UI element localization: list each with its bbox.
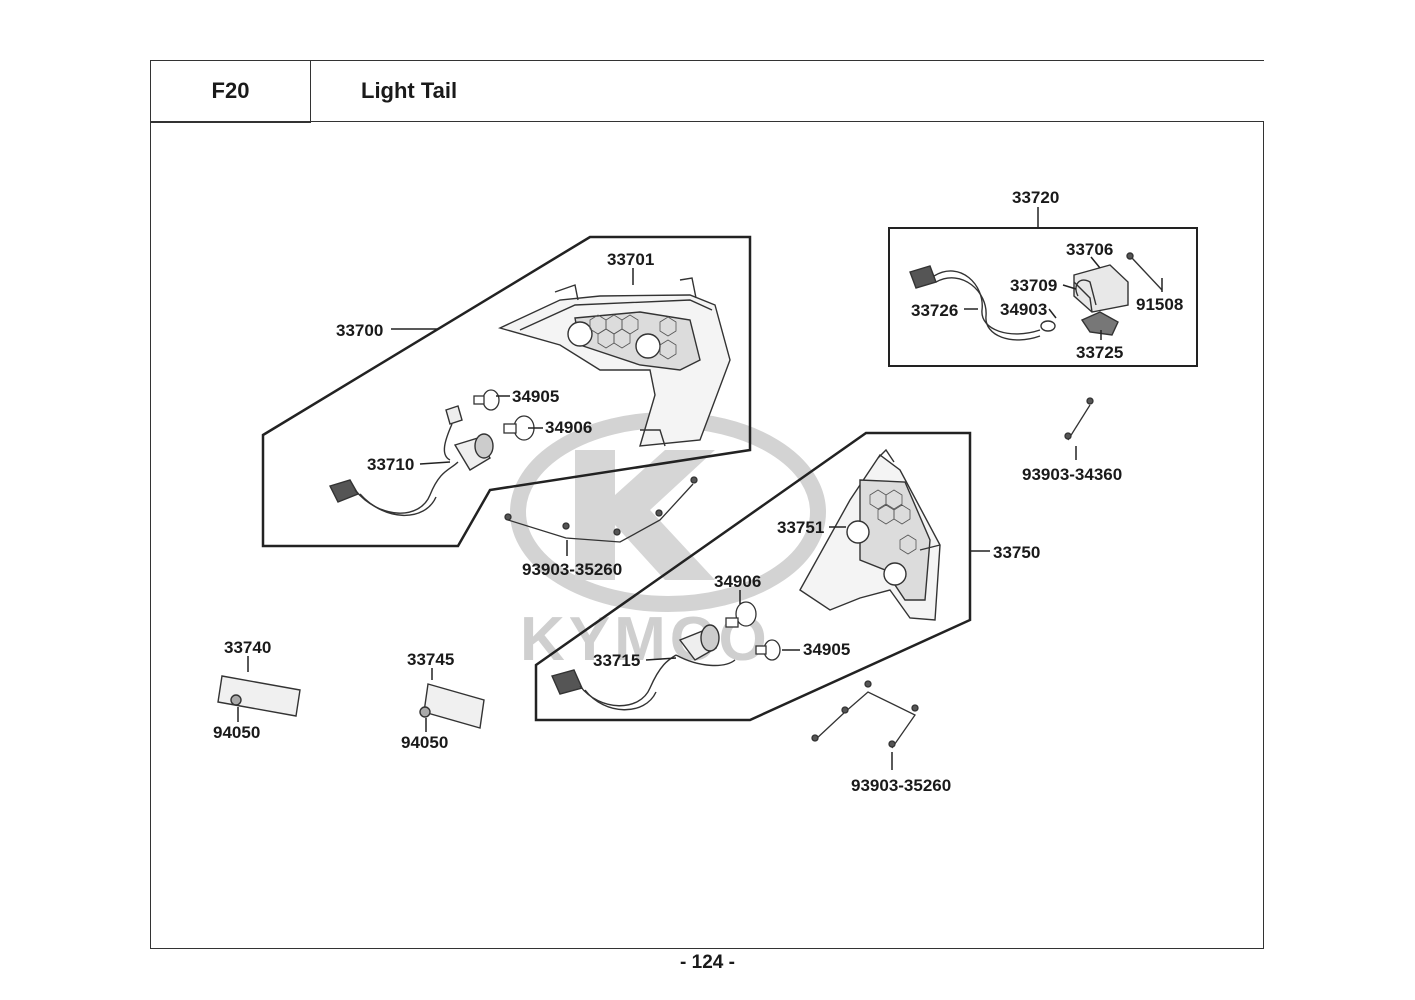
callout-34905-right: 34905 xyxy=(803,640,850,659)
callout-33700: 33700 xyxy=(336,321,383,340)
diagram-frame xyxy=(150,121,1264,949)
callout-33715: 33715 xyxy=(593,651,640,670)
callout-33706: 33706 xyxy=(1066,240,1113,259)
screws-right xyxy=(811,680,919,749)
callout-33710: 33710 xyxy=(367,455,414,474)
bulb-34906-left xyxy=(503,415,535,441)
section-code-cell xyxy=(150,60,311,123)
socket-harness-right xyxy=(551,624,736,711)
page-number: - 124 - xyxy=(680,952,735,973)
license-light-assembly xyxy=(909,252,1163,341)
hex-pattern-right xyxy=(869,489,917,555)
callout-33725: 33725 xyxy=(1076,343,1123,362)
section-title: Light Tail xyxy=(361,78,458,103)
leader-lines xyxy=(237,207,1163,770)
kymco-watermark-logo: KYMCO xyxy=(510,412,826,674)
callout-33740: 33740 xyxy=(224,638,271,657)
group-outline-33700 xyxy=(261,235,752,548)
bulb-34906-right xyxy=(725,601,757,628)
section-code: F20 xyxy=(211,78,250,103)
callout-33709: 33709 xyxy=(1010,276,1057,295)
callout-93903-34360: 93903-34360 xyxy=(1022,465,1122,484)
callout-34903: 34903 xyxy=(1000,300,1047,319)
bulb-34905-left xyxy=(473,389,500,411)
callout-33750: 33750 xyxy=(993,543,1040,562)
callout-34906-right: 34906 xyxy=(714,572,761,591)
socket-harness-left xyxy=(329,405,494,517)
bulb-34905-right xyxy=(755,639,781,661)
section-title-cell xyxy=(309,60,1264,123)
screws-left xyxy=(504,476,698,543)
callout-94050-right: 94050 xyxy=(401,733,448,752)
callout-33701: 33701 xyxy=(607,250,654,269)
callout-93903-35260-left: 93903-35260 xyxy=(522,560,622,579)
group-outline-33750 xyxy=(534,431,972,722)
callout-34906-left: 34906 xyxy=(545,418,592,437)
tail-light-right-housing xyxy=(799,448,941,621)
screws-license xyxy=(1064,397,1094,441)
callout-33726: 33726 xyxy=(911,301,958,320)
callout-91508: 91508 xyxy=(1136,295,1183,314)
callout-94050-left: 94050 xyxy=(213,723,260,742)
callout-93903-35260-right: 93903-35260 xyxy=(851,776,951,795)
reflector-33740 xyxy=(217,675,301,717)
group-outline-33720 xyxy=(888,227,1198,367)
callout-34905-left: 34905 xyxy=(512,387,559,406)
hex-pattern-left xyxy=(589,314,677,360)
callout-33720: 33720 xyxy=(1012,188,1059,207)
callout-33751: 33751 xyxy=(777,518,824,537)
reflector-33745 xyxy=(419,683,485,729)
kymco-watermark-text: KYMCO xyxy=(520,605,771,674)
callout-33745: 33745 xyxy=(407,650,454,669)
